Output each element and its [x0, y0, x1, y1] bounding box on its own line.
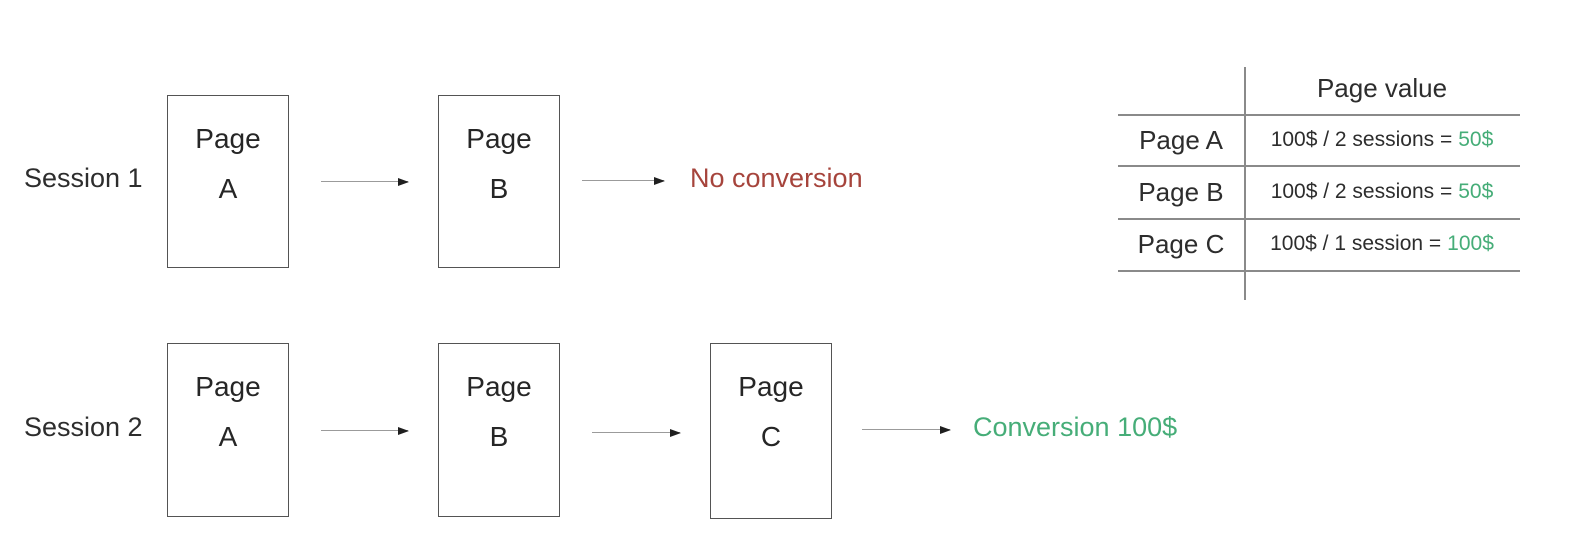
session-2-page-c-box: Page C: [710, 343, 832, 519]
table-rule: [1118, 270, 1520, 272]
page-value-result: 100$: [1447, 232, 1494, 255]
page-value-result: 50$: [1458, 180, 1494, 203]
session-1-outcome: No conversion: [690, 163, 863, 193]
session-2-page-b-box: Page B: [438, 343, 560, 517]
table-row-label: Page A: [1139, 124, 1223, 155]
table-row-value: 100$ / 2 sessions =50$: [1244, 180, 1520, 204]
page-value-result: 50$: [1458, 128, 1494, 151]
table-row: Page A 100$ / 2 sessions =50$: [1118, 114, 1520, 166]
table-rule: [1118, 165, 1520, 167]
flow-arrow-icon: [862, 425, 951, 434]
table-header-page-value: Page value: [1316, 73, 1448, 103]
table-row-label: Page B: [1138, 176, 1224, 207]
session-2-label: Session 2: [24, 412, 143, 442]
page-value-formula: 100$ / 2 sessions =: [1270, 180, 1453, 203]
table-row: Page C 100$ / 1 session =100$: [1118, 218, 1520, 270]
flow-arrow-icon: [321, 426, 409, 435]
session-1-page-a-box: Page A: [167, 95, 289, 268]
table-row: Page B 100$ / 2 sessions =50$: [1118, 166, 1520, 218]
session-2-outcome: Conversion 100$: [973, 412, 1178, 442]
page-box-title: Page: [466, 371, 532, 402]
page-box-title: Page: [738, 371, 804, 402]
page-box-title: Page: [195, 123, 261, 154]
page-box-letter: A: [218, 421, 238, 452]
flow-arrow-icon: [321, 177, 409, 186]
page-box-letter: C: [760, 421, 782, 452]
flow-arrow-icon: [582, 176, 665, 185]
table-row-value: 100$ / 1 session =100$: [1244, 232, 1520, 256]
page-box-title: Page: [466, 123, 532, 154]
page-value-formula: 100$ / 2 sessions =: [1270, 128, 1453, 151]
table-row-label: Page C: [1137, 228, 1225, 259]
page-box-letter: B: [489, 421, 509, 452]
table-column-divider: [1244, 67, 1246, 300]
table-row-value: 100$ / 2 sessions =50$: [1244, 128, 1520, 152]
flow-arrow-icon: [592, 428, 681, 437]
table-rule: [1118, 114, 1520, 116]
session-1-label: Session 1: [24, 163, 143, 193]
table-rule: [1118, 218, 1520, 220]
session-1-page-b-box: Page B: [438, 95, 560, 268]
page-box-letter: B: [489, 173, 509, 204]
session-2-page-a-box: Page A: [167, 343, 289, 517]
page-value-formula: 100$ / 1 session =: [1270, 232, 1442, 255]
page-box-title: Page: [195, 371, 261, 402]
page-box-letter: A: [218, 173, 238, 204]
